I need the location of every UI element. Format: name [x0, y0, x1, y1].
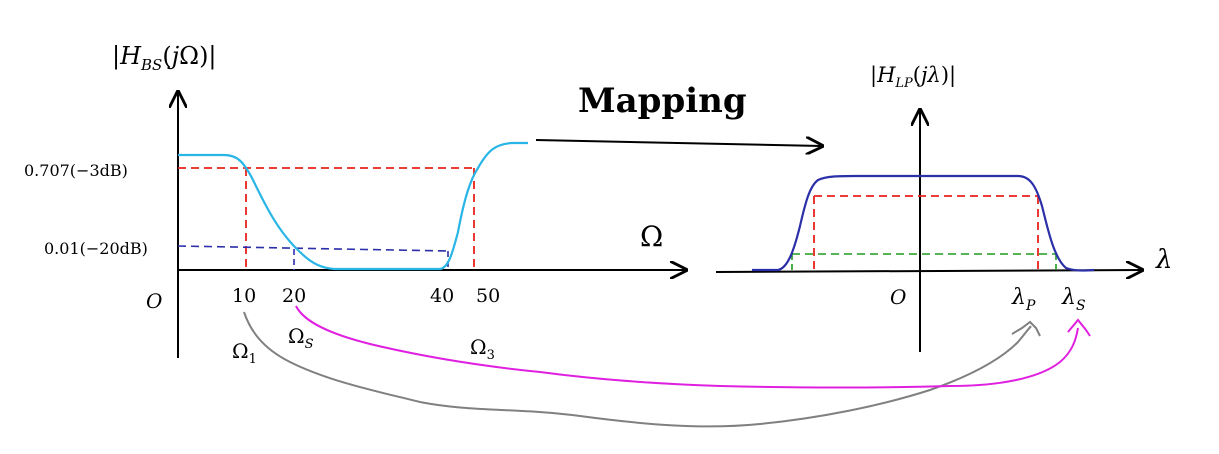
- mapping-label: Mapping: [578, 81, 747, 121]
- lowpass-plot: |HLP(jλ)| λ O λP λS: [715, 63, 1172, 352]
- right-origin-label: O: [890, 285, 906, 309]
- band-label-omega1: Ω1: [232, 339, 257, 367]
- band-label-omegaS: ΩS: [288, 324, 314, 352]
- gray-mapping-arrow: [243, 311, 1032, 428]
- x-tick-50: 50: [476, 285, 500, 307]
- right-y-axis-label: |HLP(jλ)|: [870, 63, 956, 91]
- left-y-axis-label: |HBS(jΩ)|: [112, 42, 217, 74]
- magenta-mapping-arrow: [295, 305, 1079, 389]
- lowpass-response-curve: [752, 174, 1095, 272]
- x-tick-lambda-p: λP: [1011, 285, 1036, 314]
- x-tick-lambda-s: λS: [1061, 285, 1086, 314]
- bandstop-response-curve: [178, 141, 528, 271]
- left-level-001-line: [177, 245, 449, 252]
- gray-arrow-head: [1011, 320, 1041, 337]
- mapping-arrow: [535, 140, 822, 146]
- left-origin-label: O: [146, 289, 162, 313]
- right-x-axis-label: λ: [1155, 245, 1172, 275]
- magenta-arrow-head: [1067, 318, 1091, 337]
- x-tick-10: 10: [232, 285, 256, 307]
- level-label-001: 0.01(−20dB): [44, 239, 148, 258]
- band-label-omega3: Ω3: [470, 335, 495, 363]
- level-label-0707: 0.707(−3dB): [24, 161, 128, 180]
- left-x-axis-label: Ω: [640, 220, 663, 253]
- mapping-correspondence-arrows: [243, 305, 1091, 428]
- x-tick-20: 20: [282, 285, 306, 307]
- x-tick-40: 40: [430, 285, 454, 307]
- mapping-arrow-group: Mapping: [535, 81, 822, 146]
